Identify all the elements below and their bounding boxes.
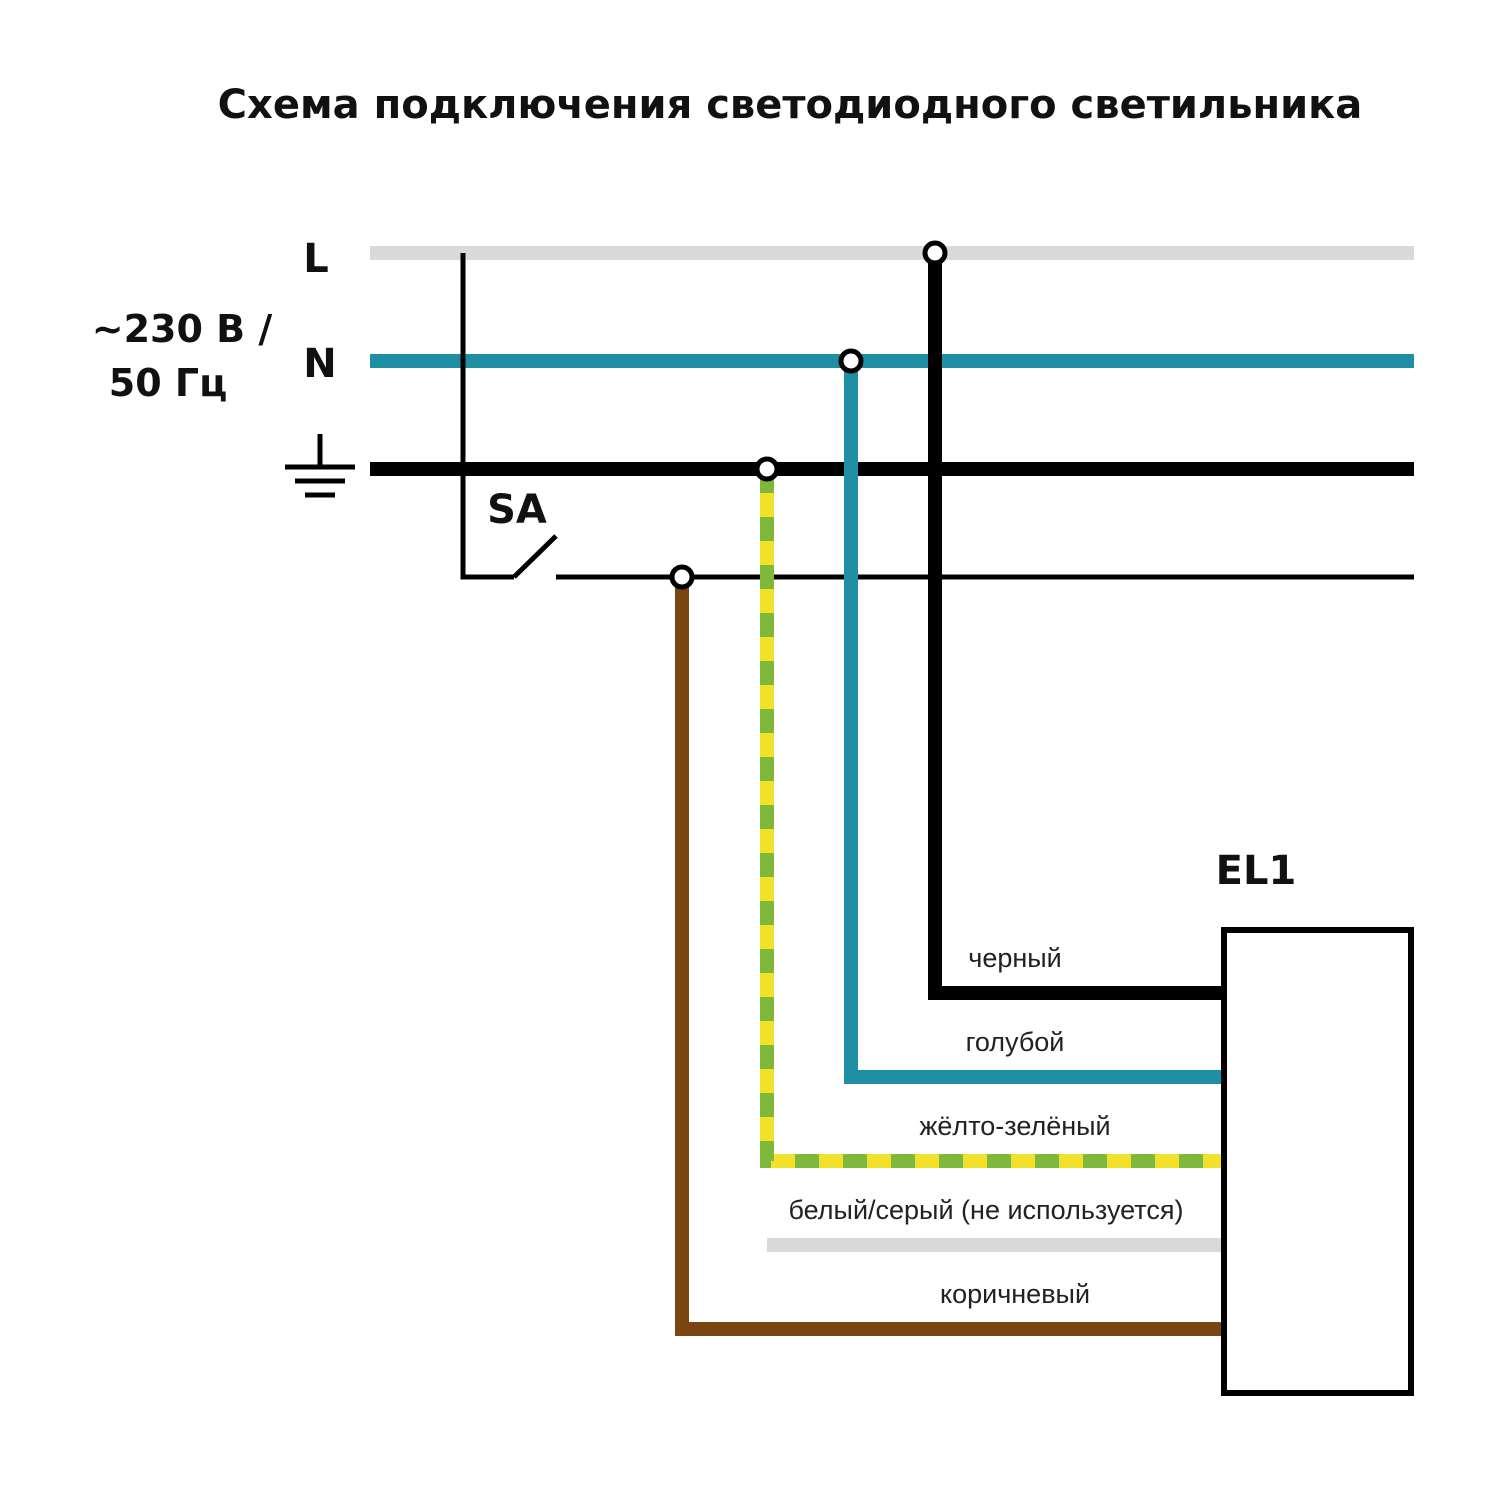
supply-voltage-line2: 50 Гц bbox=[109, 361, 228, 405]
luminaire-label: EL1 bbox=[1216, 848, 1297, 894]
black-wire bbox=[928, 253, 1224, 1000]
blue-wire bbox=[844, 361, 1224, 1084]
junction-node-switched bbox=[669, 564, 695, 590]
luminaire-box bbox=[1221, 927, 1414, 1396]
phase-bus-label: L bbox=[303, 236, 329, 282]
junction-node-neutral bbox=[838, 348, 864, 374]
yellow-green-wire bbox=[760, 469, 1224, 1168]
junction-node-phase bbox=[922, 240, 948, 266]
wire-label-brown: коричневый bbox=[940, 1279, 1090, 1309]
brown-wire bbox=[675, 577, 1224, 1336]
wire-label-black: черный bbox=[968, 943, 1062, 973]
junction-node-ground bbox=[754, 456, 780, 482]
ground-symbol-icon bbox=[285, 434, 355, 498]
supply-voltage-line1: ~230 В / bbox=[92, 307, 273, 351]
switch-feed-wire bbox=[460, 253, 514, 580]
wire-label-yellow-green: жёлто-зелёный bbox=[919, 1111, 1110, 1141]
neutral-bus-label: N bbox=[303, 341, 336, 387]
switch-label: SA bbox=[487, 487, 547, 533]
diagram-title: Схема подключения светодиодного светильн… bbox=[218, 82, 1363, 128]
wire-label-white-grey: белый/серый (не используется) bbox=[789, 1195, 1184, 1225]
switch-contact bbox=[512, 534, 558, 579]
wire-label-blue: голубой bbox=[966, 1027, 1065, 1057]
